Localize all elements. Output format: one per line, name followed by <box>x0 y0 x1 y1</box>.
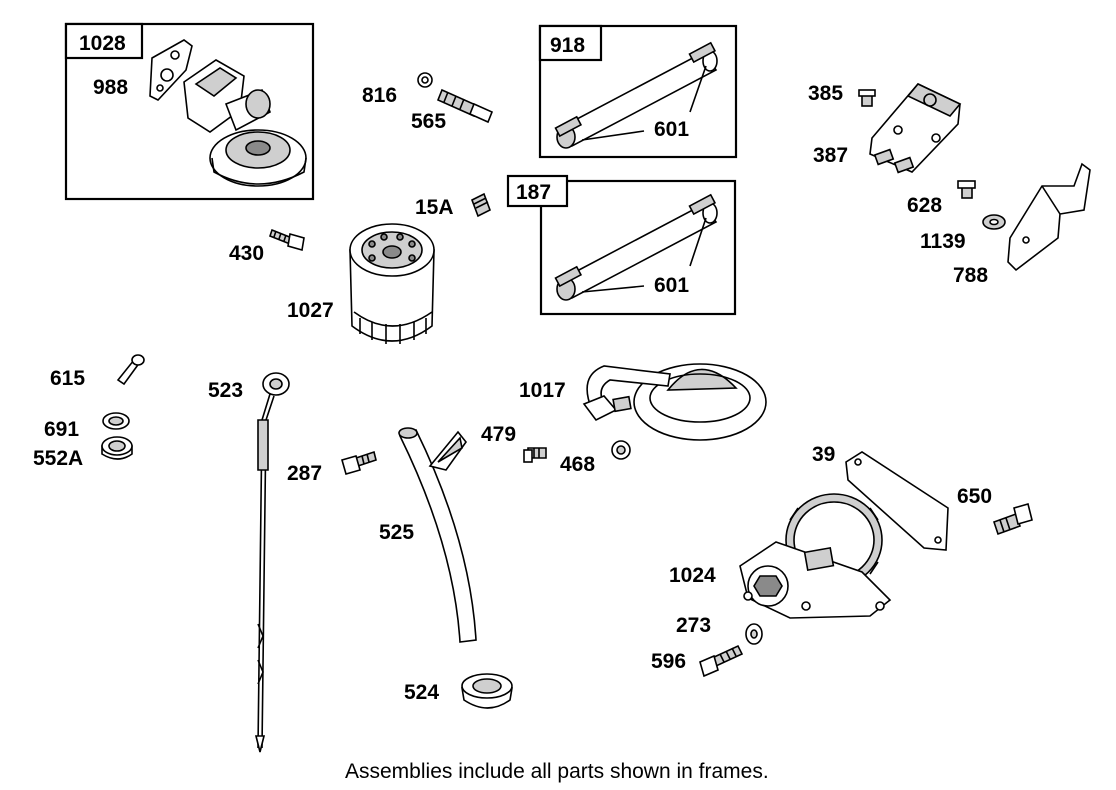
label-1027: 1027 <box>287 299 334 322</box>
part-468-seal <box>611 440 631 460</box>
part-565-fitting <box>436 88 494 124</box>
label-601-top: 601 <box>654 118 689 141</box>
part-615-cotter-pin <box>116 354 145 386</box>
part-650-bolt <box>992 503 1033 536</box>
label-628: 628 <box>907 194 942 217</box>
frame-label-187: 187 <box>516 181 551 204</box>
label-1024: 1024 <box>669 564 716 587</box>
part-1139-washer <box>982 214 1006 230</box>
label-788: 788 <box>953 264 988 287</box>
frame-187: 187 <box>506 174 737 316</box>
label-596: 596 <box>651 650 686 673</box>
part-816-clip <box>417 72 433 88</box>
label-1139: 1139 <box>920 230 966 253</box>
part-287-bolt <box>341 450 377 475</box>
part-387-fuel-pump <box>869 83 962 174</box>
label-479: 479 <box>481 423 516 446</box>
label-287: 287 <box>287 462 322 485</box>
label-15A: 15A <box>415 196 454 219</box>
label-988: 988 <box>93 76 128 99</box>
part-525-dipstick-tube <box>398 427 477 643</box>
label-552A: 552A <box>33 447 83 470</box>
label-601-bottom: 601 <box>654 274 689 297</box>
label-523: 523 <box>208 379 243 402</box>
label-385: 385 <box>808 82 843 105</box>
part-1017-oil-pickup <box>582 363 767 441</box>
label-273: 273 <box>676 614 711 637</box>
label-430: 430 <box>229 242 264 265</box>
part-596-bolt <box>699 644 744 678</box>
label-816: 816 <box>362 84 397 107</box>
label-691: 691 <box>44 418 79 441</box>
part-1027-oil-filter <box>349 223 435 344</box>
part-273-washer <box>745 623 763 645</box>
label-468: 468 <box>560 453 595 476</box>
part-15A-plug <box>470 192 492 218</box>
part-788-bracket <box>1007 162 1091 272</box>
part-385-screw <box>858 89 876 107</box>
part-187-hose <box>554 193 718 301</box>
part-479-screw <box>523 447 547 463</box>
label-565: 565 <box>411 110 446 133</box>
label-1017: 1017 <box>519 379 566 402</box>
label-615: 615 <box>50 367 85 390</box>
part-552A-seal <box>101 436 133 460</box>
footer-note: Assemblies include all parts shown in fr… <box>345 760 769 783</box>
part-39-gasket <box>845 451 949 551</box>
label-524: 524 <box>404 681 439 704</box>
part-628-screw <box>957 180 976 199</box>
label-387: 387 <box>813 144 848 167</box>
part-988-gasket <box>149 39 193 101</box>
frame-918: 918 <box>538 24 738 159</box>
frame-1028: 1028 <box>64 22 315 201</box>
label-525: 525 <box>379 521 414 544</box>
part-918-hose <box>554 41 718 149</box>
frame-label-1028: 1028 <box>79 32 126 55</box>
frame-label-918: 918 <box>550 34 585 57</box>
label-650: 650 <box>957 485 992 508</box>
part-430-bolt <box>269 228 305 252</box>
part-691-washer <box>102 412 130 430</box>
part-524-plug <box>461 673 513 709</box>
part-523-dipstick <box>254 372 290 753</box>
label-39: 39 <box>812 443 835 466</box>
part-1024-oil-pump <box>739 493 892 619</box>
part-1028-adapter <box>183 59 307 187</box>
